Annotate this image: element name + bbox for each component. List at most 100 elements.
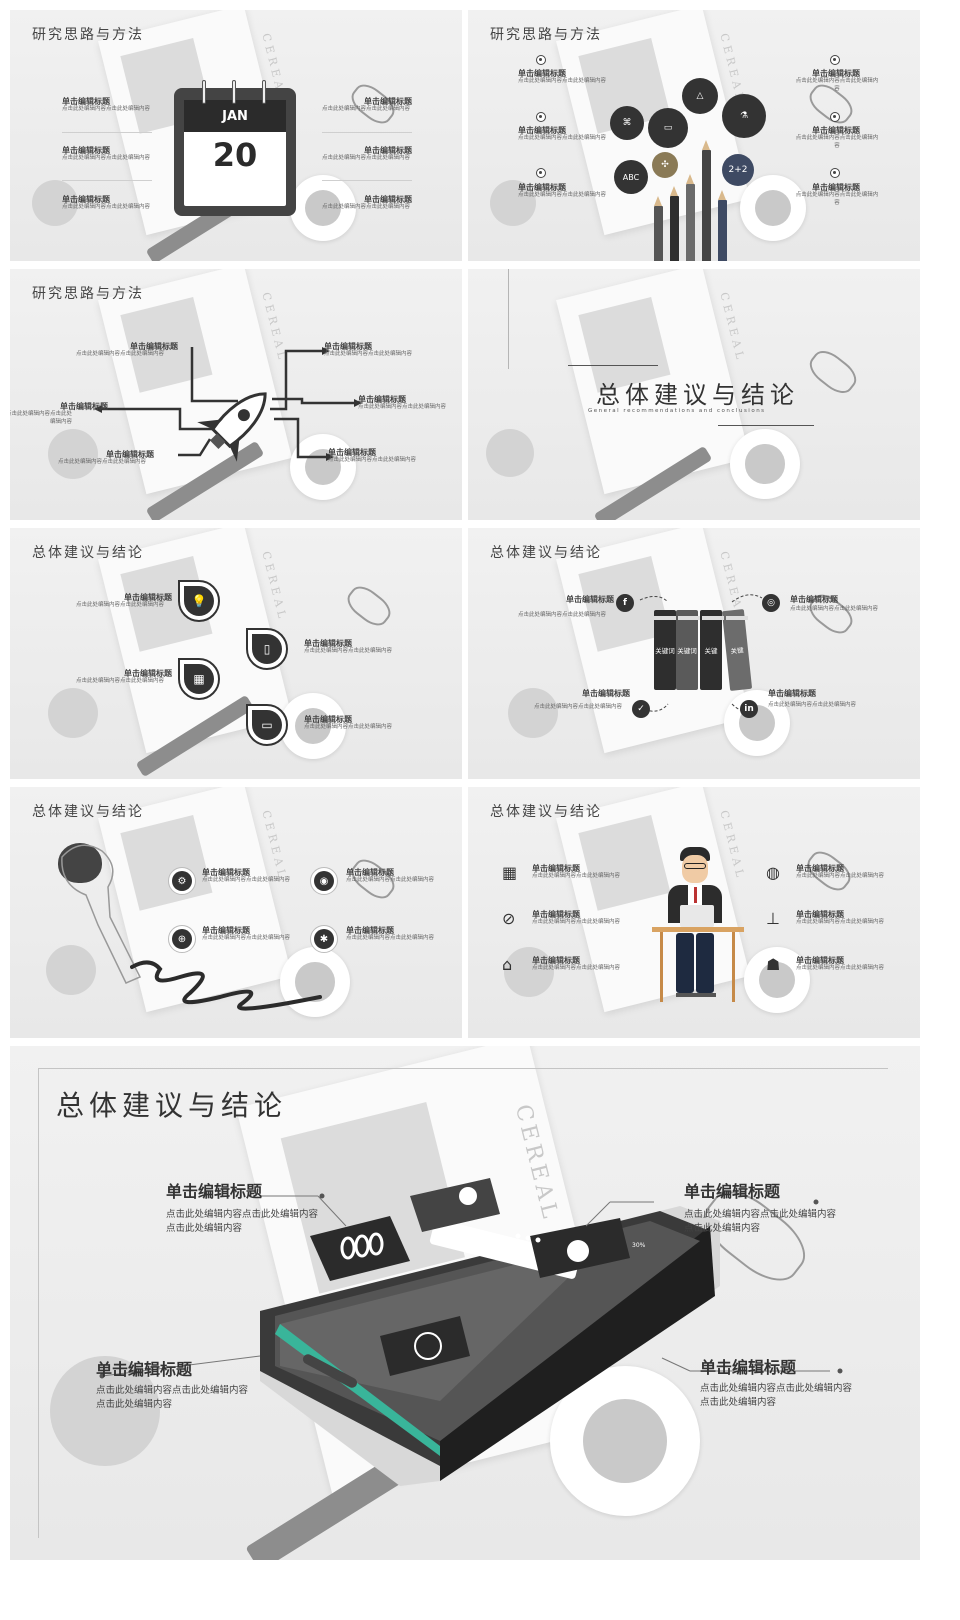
coffee-cup-left: [504, 947, 554, 997]
item-heading: 单击编辑标题: [130, 342, 178, 351]
item-heading: 单击编辑标题: [700, 1358, 797, 1377]
item-text: 点击此处编辑内容点击此处编辑内容: [796, 873, 885, 879]
globe-badge: ⊕: [168, 925, 196, 953]
slide-9[interactable]: CEREAL 总体建议与结论 30% 单击编辑标题 点击此处编辑内容点: [10, 1046, 920, 1560]
item-text: 点击此处编辑内容点击此处编辑内容: [358, 404, 447, 410]
calendar-icon: ▦: [502, 863, 518, 882]
keyword-book: 关键: [700, 610, 722, 690]
frame-line: [718, 425, 814, 426]
item-text: 点击此处编辑内容点击此处编辑内容: [62, 106, 151, 112]
location-badge: ◉: [310, 867, 338, 895]
item-heading: 单击编辑标题: [304, 639, 352, 648]
item-text: 点击此处编辑内容点击此处编辑内容: [62, 155, 151, 161]
item-heading: 单击编辑标题: [346, 868, 394, 877]
item-text: 点击此处编辑内容点击此处编辑内容: [324, 351, 413, 357]
pencil: [686, 174, 695, 261]
item-heading: 单击编辑标题: [328, 448, 376, 457]
item-text: 点击此处编辑内容点击此处编辑内容点击此处编辑内容: [96, 1385, 249, 1410]
battery-percent: 30%: [632, 1242, 646, 1249]
calendar-icon: ▦: [184, 664, 214, 694]
coffee-cup-left: [508, 688, 558, 738]
item-text: 点击此处编辑内容点击此处编辑内容: [518, 135, 607, 141]
item-heading: 单击编辑标题: [358, 395, 406, 404]
slide-title: 总体建议与结论: [32, 804, 144, 820]
item-heading: 单击编辑标题: [518, 183, 566, 192]
keyword-book: 关键词: [676, 610, 698, 690]
calendar-day: 20: [212, 136, 258, 174]
instagram-icon: ◎: [762, 594, 780, 612]
item-text: 点击此处编辑内容点击此处编辑内容: [75, 602, 164, 608]
item-heading: 单击编辑标题: [202, 868, 250, 877]
coffee-cup-left: [490, 180, 536, 226]
bullet-dot: [830, 112, 840, 122]
item-text: 点击此处编辑内容点击此处编辑内容: [202, 877, 291, 883]
item-text: 点击此处编辑内容点击此处编辑内容: [304, 648, 393, 654]
slide-7[interactable]: CEREAL 总体建议与结论 ⚙ ⊕ ◉ ✱ 单击编辑标题 点击此处编辑内容点击…: [10, 787, 462, 1038]
item-text: 点击此处编辑内容点击此处编辑内容: [518, 192, 607, 198]
item-heading: 单击编辑标题: [60, 402, 108, 411]
dashed-arrows: [639, 594, 763, 713]
item-text: 点击此处编辑内容点击此处编辑内容: [518, 78, 607, 84]
coffee-cup-left: [486, 429, 534, 477]
slide-title: 研究思路与方法: [32, 27, 144, 43]
settings-icon: ✱: [314, 929, 334, 949]
coffee-cup-left: [48, 688, 98, 738]
divider: [62, 132, 152, 133]
bullet-dot: [830, 168, 840, 178]
item-text: 点击此处编辑内容点击此处编辑内容: [790, 606, 879, 612]
item-heading: 单击编辑标题: [106, 450, 154, 459]
item-heading: 单击编辑标题: [812, 69, 860, 78]
calendar-month: JAN: [184, 100, 286, 132]
coffee-cup: [290, 434, 356, 500]
item-heading: 单击编辑标题: [364, 146, 412, 155]
coffee-cup: [744, 947, 810, 1013]
location-icon: ◉: [314, 871, 334, 891]
item-text: 点击此处编辑内容点击此处编辑内容: [202, 935, 291, 941]
item-heading: 单击编辑标题: [518, 126, 566, 135]
slide-5[interactable]: CEREAL 总体建议与结论 💡 ▯ ▦ ▭ 单击编辑标题 点击此处编辑内容点击…: [10, 528, 462, 779]
divider: [62, 180, 152, 181]
slide-4[interactable]: CEREAL General recommendations and concl…: [468, 269, 920, 520]
item-heading: 单击编辑标题: [812, 126, 860, 135]
pencil: [670, 186, 679, 261]
item-heading: 单击编辑标题: [566, 595, 614, 604]
item-text: 点击此处编辑内容点击此处编辑内容: [321, 106, 410, 112]
nodes-icon: ⌘: [610, 106, 644, 140]
coffee-cup: [290, 175, 356, 241]
slide-title: 总体建议与结论: [490, 545, 602, 561]
coffee-cup-left: [32, 180, 78, 226]
slide-title: 总体建议与结论: [490, 804, 602, 820]
slide-6[interactable]: CEREAL 总体建议与结论 关键词 关键词 关键 关键 f ◎ ✓ in 单击…: [468, 528, 920, 779]
item-text: 点击此处编辑内容点击此处编辑内容: [795, 78, 879, 92]
item-text: 点击此处编辑内容点击此处编辑内容: [533, 704, 622, 710]
slide-3[interactable]: CEREAL 研究思路与方法 单击编辑标题 点击此处编辑内: [10, 269, 462, 520]
item-heading: 单击编辑标题: [346, 926, 394, 935]
pencil: [702, 140, 711, 261]
item-text: 点击此处编辑内容点击此处编辑内容: [10, 411, 72, 425]
slide-8[interactable]: CEREAL 总体建议与结论 ▦ ⊘ ⌂ ◍ ⊥ ☗ 单击编辑标题 点击此处编辑…: [468, 787, 920, 1038]
item-heading: 单击编辑标题: [124, 593, 172, 602]
globe-icon: ◍: [766, 863, 780, 882]
math-icon: 2+2: [722, 154, 754, 186]
item-heading: 单击编辑标题: [364, 195, 412, 204]
item-text: 点击此处编辑内容点击此处编辑内容: [532, 965, 621, 971]
item-heading: 单击编辑标题: [62, 195, 110, 204]
bullet-dot: [536, 112, 546, 122]
frame-line: [568, 365, 658, 366]
books-bands: [654, 616, 750, 620]
item-text: 点击此处编辑内容点击此处编辑内容: [796, 919, 885, 925]
twitter-icon: ✓: [632, 700, 650, 718]
calendar-icon: JAN 20: [174, 80, 296, 216]
dna-icon: ✣: [652, 152, 678, 178]
slide-1[interactable]: CEREAL 研究思路与方法 JAN 20 单击编辑标题 点击此处编辑内容点击此…: [10, 10, 462, 261]
item-text: 点击此处编辑内容点击此处编辑内容: [795, 135, 879, 149]
item-heading: 单击编辑标题: [124, 669, 172, 678]
item-text: 点击此处编辑内容点击此处编辑内容: [328, 457, 417, 463]
slide-2[interactable]: CEREAL 研究思路与方法 ⌘ ▭ △ ⚗ ABC ✣ 2+2 单击编辑标题 …: [468, 10, 920, 261]
linkedin-icon: in: [740, 700, 758, 718]
pencil: [718, 190, 727, 261]
item-heading: 单击编辑标题: [790, 595, 838, 604]
coffee-cup-left: [46, 945, 96, 995]
slide-title: 研究思路与方法: [32, 286, 144, 302]
coffee-cup: [280, 947, 350, 1017]
